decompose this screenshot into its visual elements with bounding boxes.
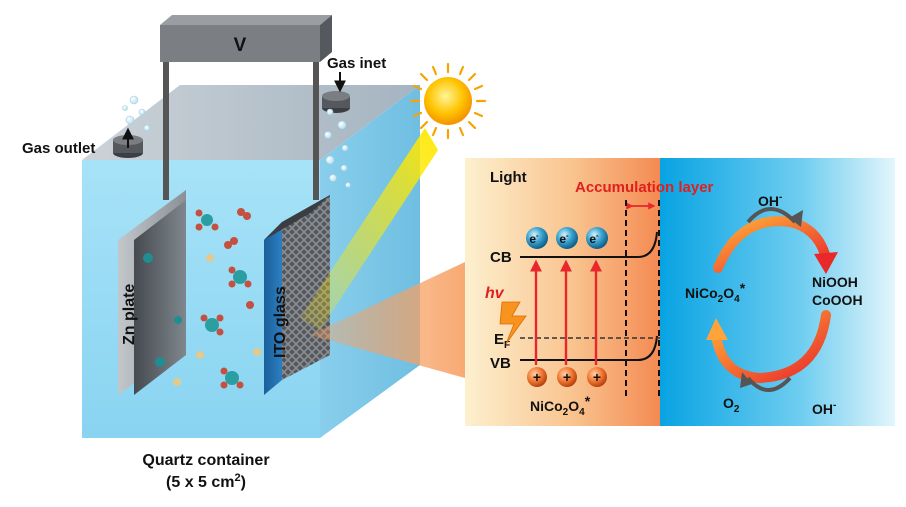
excitation-arrows: [530, 259, 602, 365]
svg-text:e-: e-: [529, 231, 539, 246]
ito-glass-label: ITO glass: [272, 286, 289, 358]
vb-label: VB: [490, 355, 511, 372]
voltmeter-label: V: [234, 35, 247, 56]
voltmeter: V: [160, 15, 332, 62]
light-beam: [300, 128, 438, 330]
cb-label: CB: [490, 249, 512, 266]
o2-label: O2: [723, 395, 740, 415]
accumulation-label: Accumulation layer: [575, 179, 714, 196]
zn-plate: Zn plate: [118, 190, 186, 395]
hole: +: [527, 367, 547, 387]
svg-text:e-: e-: [559, 231, 569, 246]
svg-text:+: +: [563, 369, 571, 385]
oh-bottom-label: OH-: [812, 400, 836, 417]
electron: e-: [556, 227, 578, 249]
electron: e-: [586, 227, 608, 249]
svg-text:+: +: [593, 369, 601, 385]
valence-band-line: [520, 335, 658, 361]
container-title: Quartz container: [142, 452, 269, 469]
lightning-icon: [499, 301, 527, 345]
conduction-band-line: [520, 231, 658, 258]
cycle-arc-bottom: [711, 310, 831, 384]
electron: e-: [526, 227, 548, 249]
light-label: Light: [490, 169, 527, 186]
holes: + + +: [527, 367, 607, 387]
oh-top-label: OH-: [758, 192, 782, 209]
redox-cycle: OH- NiOOH CoOOH NiCo2O4* O2 OH-: [685, 192, 863, 417]
cycle-arc-top: [713, 216, 831, 273]
electrolyte-region: [660, 158, 895, 426]
hole: +: [557, 367, 577, 387]
band-diagram-panel: Light Accumulation layer CB VB EF hv e: [465, 158, 895, 426]
gas-inlet-port: [322, 72, 350, 113]
gas-outlet-label: Gas outlet: [22, 140, 95, 157]
svg-text:+: +: [533, 369, 541, 385]
material-label-cycle: NiCo2O4*: [685, 280, 746, 305]
electrolyte-particles: [143, 208, 261, 389]
bubble-icon: [122, 95, 351, 188]
sun-icon: [300, 62, 487, 330]
material-label-bottom: NiCo2O4*: [530, 393, 591, 418]
gas-inlet-label: Gas inet: [327, 55, 386, 72]
gas-outlet-port: [113, 127, 143, 158]
svg-text:e-: e-: [589, 231, 599, 246]
zn-plate-label: Zn plate: [121, 284, 138, 345]
ef-label: EF: [494, 331, 510, 351]
zoom-cone: [310, 262, 465, 378]
o2-out-arrow: [746, 376, 792, 392]
container-size: (5 x 5 cm2): [166, 472, 246, 491]
niooh-label: NiOOH: [812, 274, 858, 290]
electrons: e- e- e-: [526, 227, 608, 249]
coooh-label: CoOOH: [812, 292, 863, 308]
hole: +: [587, 367, 607, 387]
hv-label: hv: [485, 285, 505, 302]
